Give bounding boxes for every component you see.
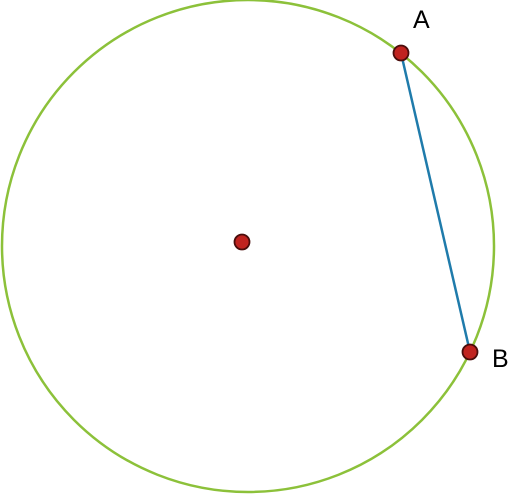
- point-a-label: A: [413, 6, 430, 34]
- chord-ab: [399, 52, 472, 353]
- circle: [0, 0, 496, 494]
- point-b-label: B: [492, 345, 509, 373]
- point-b: [461, 343, 479, 361]
- point-a: [392, 44, 410, 62]
- center-point: [233, 233, 251, 251]
